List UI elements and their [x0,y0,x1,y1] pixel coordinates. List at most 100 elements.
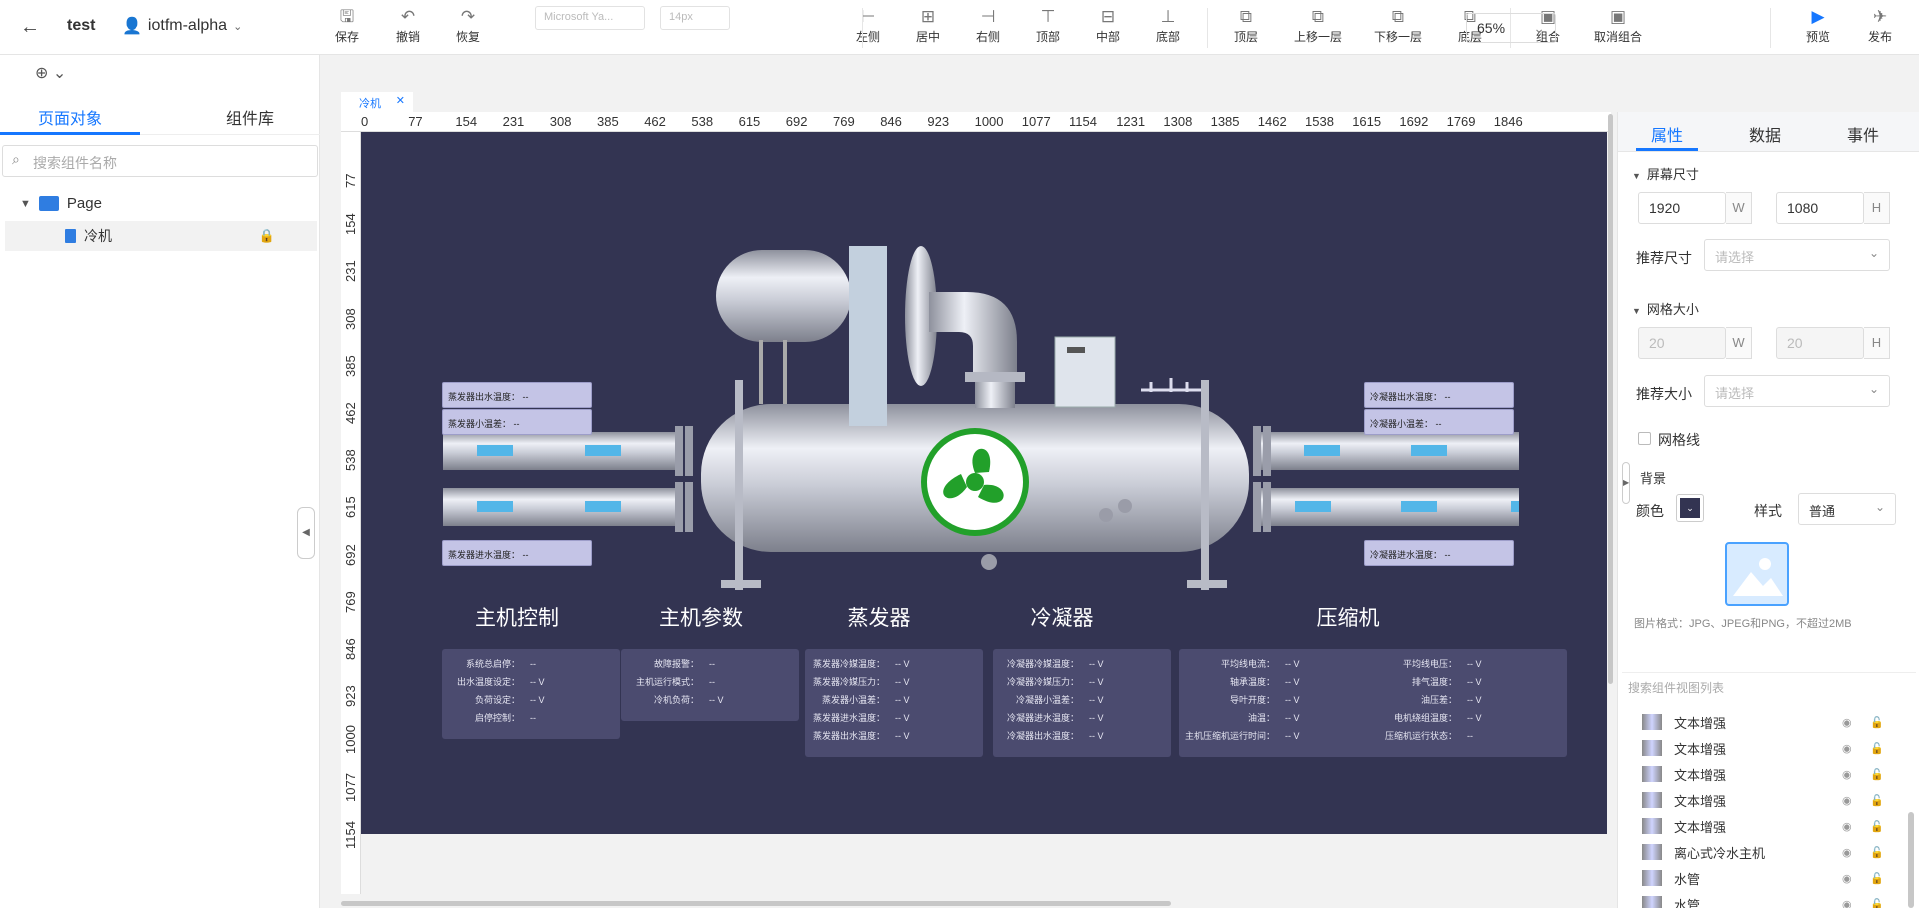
layer-search-input[interactable]: 搜索组件视图列表 [1622,672,1916,700]
background-color-picker[interactable]: ⌄ [1676,494,1704,522]
unlock-icon[interactable]: 🔓 [1870,742,1884,755]
evaporator-sensor-label[interactable]: 蒸发器出水温度： -- [442,382,592,408]
undo-button[interactable]: ↶撤销 [384,6,432,45]
evaporator-sensor-label[interactable]: 蒸发器进水温度： -- [442,540,592,566]
fan-icon[interactable] [921,428,1029,536]
save-button[interactable]: 🖫保存 [323,6,371,45]
top-layer-button[interactable]: ⧉顶层 [1222,6,1270,45]
eye-icon[interactable]: ◉ [1842,872,1852,885]
eye-icon[interactable]: ◉ [1842,742,1852,755]
align-right-button[interactable]: ⊣右侧 [964,6,1012,45]
align-left-button[interactable]: ⊢左侧 [844,6,892,45]
screen-size-section[interactable]: ▼屏幕尺寸 [1632,164,1699,183]
preset-grid-select[interactable]: 请选择⌄ [1704,375,1890,407]
folder-icon [38,196,59,211]
parameter-row: 轴承温度：-- V [1183,675,1300,688]
align-top-button[interactable]: ⊤顶部 [1024,6,1072,45]
tab-events[interactable]: 事件 [1846,128,1879,145]
unlock-icon[interactable]: 🔓 [1870,716,1884,729]
collapse-right-panel-button[interactable]: ▶ [1622,462,1630,504]
preset-size-select[interactable]: 请选择⌄ [1704,239,1890,271]
eye-icon[interactable]: ◉ [1842,794,1852,807]
layer-item[interactable]: 文本增强◉🔓 [1642,736,1902,760]
zoom-select[interactable]: 65%⌄ [1466,13,1556,43]
font-size-select[interactable]: 14px [660,6,730,30]
condenser-sensor-label[interactable]: 冷凝器出水温度： -- [1364,382,1514,408]
screen-width-input[interactable]: 1920 [1638,192,1726,224]
caret-down-icon[interactable]: ▼ [20,197,31,210]
unlock-icon[interactable]: 🔓 [1870,872,1884,885]
support [1201,380,1209,590]
condenser-sensor-label[interactable]: 冷凝器进水温度： -- [1364,540,1514,566]
align-middle-button[interactable]: ⊟中部 [1084,6,1132,45]
layer-item[interactable]: 水管◉🔓 [1642,866,1902,890]
image-upload-icon[interactable] [1725,542,1789,606]
preview-button[interactable]: ▶预览 [1794,6,1842,45]
layer-thumbnail [1642,870,1662,886]
user-name: iotfm-alpha [147,17,228,34]
tab-page-objects[interactable]: 页面对象 [37,111,102,128]
grid-width-input[interactable]: 20 [1638,327,1726,359]
layer-item[interactable]: 文本增强◉🔓 [1642,762,1902,786]
document-tab-label: 冷机 [359,98,381,110]
background-style-select[interactable]: 普通⌄ [1798,493,1896,525]
layer-item[interactable]: 水管◉🔓 [1642,892,1902,908]
unlock-icon[interactable]: 🔓 [1870,768,1884,781]
font-family-select[interactable]: Microsoft Ya... [535,6,645,30]
collapse-left-panel-button[interactable]: ◀ [297,507,315,559]
tab-component-library[interactable]: 组件库 [225,111,274,128]
close-icon[interactable]: ✕ [395,95,405,107]
layer-item[interactable]: 文本增强◉🔓 [1642,710,1902,734]
eye-icon[interactable]: ◉ [1842,768,1852,781]
ruler-tick-y: 77 [343,173,358,188]
eye-icon[interactable]: ◉ [1842,820,1852,833]
unlock-icon[interactable]: 🔓 [1870,898,1884,908]
unlock-icon[interactable]: 🔓 [1870,820,1884,833]
vertical-scrollbar[interactable] [1608,114,1613,684]
tab-data[interactable]: 数据 [1748,128,1781,145]
chiller-illustration[interactable] [361,132,1607,834]
parameter-value: -- V [895,677,910,687]
tab-properties[interactable]: 属性 [1650,128,1683,145]
group-icon: ▣ [1539,7,1557,26]
background-section[interactable]: 背景 [1640,468,1666,487]
horizontal-scrollbar[interactable] [341,901,1171,906]
layer-item[interactable]: 文本增强◉🔓 [1642,788,1902,812]
evaporator-sensor-label[interactable]: 蒸发器小温差： -- [442,409,592,435]
up-layer-button[interactable]: ⧉上移一层 [1294,6,1342,45]
ungroup-button[interactable]: ▣取消组合 [1594,6,1642,45]
unlock-icon[interactable]: 🔓 [1870,794,1884,807]
unlock-icon[interactable]: 🔓 [1870,846,1884,859]
tree-node-page[interactable]: ▼ Page [20,195,102,212]
grid-height-input[interactable]: 20 [1776,327,1864,359]
down-layer-button[interactable]: ⧉下移一层 [1374,6,1422,45]
layer-list-scrollbar[interactable] [1908,812,1914,908]
eye-icon[interactable]: ◉ [1842,898,1852,908]
condenser-sensor-label[interactable]: 冷凝器小温差： -- [1364,409,1514,435]
grid-lines-checkbox[interactable] [1638,432,1651,445]
layer-item[interactable]: 文本增强◉🔓 [1642,814,1902,838]
publish-button[interactable]: ✈发布 [1856,6,1904,45]
component-search-input[interactable]: 搜索组件名称 [2,145,318,177]
parameter-value: -- V [1285,659,1300,669]
grid-size-section[interactable]: ▼网格大小 [1632,299,1699,318]
tree-node-chiller[interactable]: 冷机 🔒 [5,221,317,251]
redo-button[interactable]: ↷恢复 [444,6,492,45]
screen-height-input[interactable]: 1080 [1776,192,1864,224]
eye-icon[interactable]: ◉ [1842,716,1852,729]
lock-icon[interactable]: 🔒 [258,228,275,243]
layer-item[interactable]: 离心式冷水主机◉🔓 [1642,840,1902,864]
user-switcher[interactable]: 👤 iotfm-alpha ⌄ [122,16,242,36]
align-bottom-button[interactable]: ⊥底部 [1144,6,1192,45]
main-params-panel[interactable]: 故障报警：--主机运行模式：--冷机负荷：-- V [621,649,799,721]
back-arrow-icon[interactable]: ← [20,16,40,38]
design-canvas[interactable]: 蒸发器出水温度： --蒸发器小温差： -- 蒸发器进水温度： -- 冷凝器出水温度：… [361,132,1607,834]
add-page-button[interactable]: ⊕ ⌄ [35,65,67,82]
document-tab[interactable]: 冷机 ✕ [341,92,413,112]
align-center-button[interactable]: ⊞居中 [904,6,952,45]
eye-icon[interactable]: ◉ [1842,846,1852,859]
